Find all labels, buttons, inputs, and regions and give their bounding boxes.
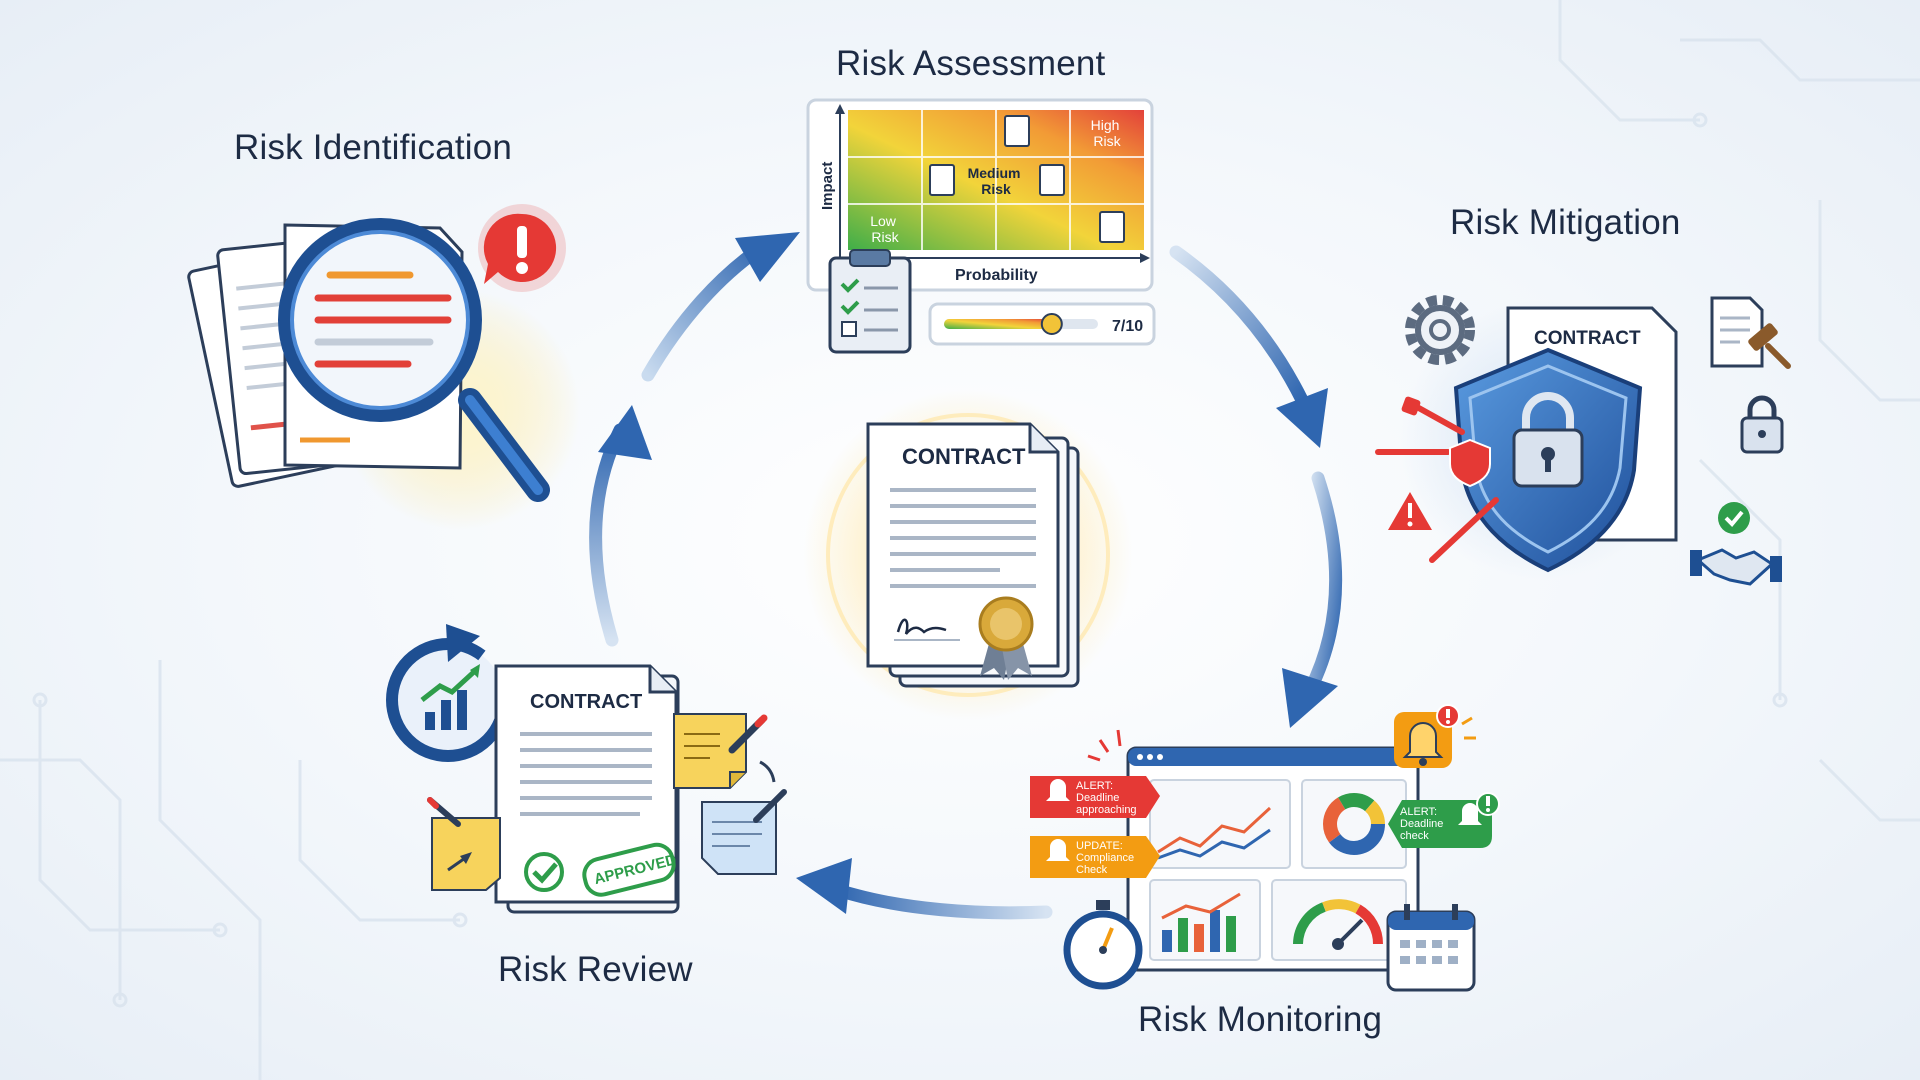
alert-tag-update: UPDATE: Compliance Check — [1030, 836, 1160, 878]
magnifier-icon — [278, 218, 550, 502]
stage-title-identification: Risk Identification — [234, 128, 513, 167]
arrow-review-to-identification — [589, 423, 627, 647]
svg-text:Low Risk: Low Risk — [870, 213, 900, 245]
sticky-note-small-icon — [427, 797, 501, 891]
review-contract-title: CONTRACT — [530, 691, 642, 713]
svg-text:UPDATE: Compliance: UPDATE: Compliance Check — [1076, 840, 1137, 876]
svg-text:High Risk: High Risk — [1091, 117, 1124, 149]
trend-line-chart — [1157, 806, 1272, 854]
alert1-line2: Deadline — [1076, 792, 1119, 804]
alert-spark-lines — [1087, 729, 1122, 762]
threat-block-icon — [1401, 396, 1421, 416]
risk-score-label: 7/10 — [1112, 318, 1143, 335]
sticky-note-blue-icon — [701, 760, 787, 875]
handshake-icon — [1690, 502, 1782, 586]
calendar-icon — [1386, 904, 1476, 992]
svg-text:ALERT: Deadline: ALERT: Deadline approaching — [1076, 780, 1137, 816]
mitigation-illustration: CONTRACT — [1375, 295, 1791, 586]
arrow-identification-to-assessment — [641, 238, 772, 382]
document-icon — [929, 115, 1125, 243]
stage-title-review: Risk Review — [498, 950, 693, 989]
small-shield-icon — [1449, 438, 1491, 488]
monitoring-illustration: ALERT: Deadline approaching UPDATE: Comp… — [1030, 704, 1500, 992]
axis-label-probability: Probability — [955, 267, 1038, 284]
low-risk-label-1: Low — [870, 213, 897, 229]
identification-illustration — [187, 204, 580, 530]
high-risk-label-2: Risk — [1093, 133, 1121, 149]
alert1-line1: ALERT: — [1076, 780, 1113, 792]
arrowhead-left — [796, 858, 852, 914]
stage-title-assessment: Risk Assessment — [836, 44, 1106, 83]
clipboard-checklist-icon — [828, 249, 912, 354]
assessment-illustration: Impact Probability High Risk Medium Risk… — [806, 98, 1156, 354]
svg-text:Medium Risk: Medium Risk — [968, 165, 1025, 197]
legal-document-gavel-icon — [1710, 296, 1791, 369]
center-contract: CONTRACT — [803, 390, 1133, 720]
svg-text:ALERT: Deadline: ALERT: Deadline check — [1400, 806, 1446, 842]
arrowhead-up — [598, 405, 652, 460]
arrow-monitoring-to-review — [831, 883, 1053, 920]
cycle-arrows — [589, 232, 1343, 920]
alert-tag-deadline: ALERT: Deadline approaching — [1030, 776, 1160, 818]
arrowhead-downright — [1276, 388, 1328, 448]
low-risk-label-2: Risk — [871, 229, 899, 245]
high-risk-label-1: High — [1091, 117, 1120, 133]
signature — [896, 618, 947, 635]
alert-tag-check: ALERT: Deadline check — [1388, 792, 1500, 848]
refresh-growth-chart-icon — [386, 624, 510, 762]
sticky-note-icon — [673, 713, 768, 789]
alert3-line2: Deadline — [1400, 818, 1443, 830]
gauge-icon — [1293, 899, 1384, 950]
stage-title-monitoring: Risk Monitoring — [1138, 1000, 1383, 1039]
arrowhead-down — [1282, 668, 1338, 728]
padlock-icon-small — [1740, 395, 1784, 454]
seal-icon — [978, 596, 1034, 680]
donut-chart — [1323, 793, 1385, 855]
arrow-assessment-to-mitigation — [1169, 245, 1309, 407]
center-contract-title: CONTRACT — [902, 444, 1026, 469]
medium-risk-label-1: Medium — [968, 165, 1021, 181]
warning-triangle-icon — [1388, 492, 1432, 530]
review-illustration: CONTRACT APPROVED — [386, 624, 787, 914]
checkmark-icon — [524, 852, 564, 892]
notification-bell-icon — [1394, 704, 1476, 768]
arrow-mitigation-to-monitoring — [1303, 471, 1343, 697]
gear-icon — [1405, 295, 1475, 365]
arrowhead-upright — [735, 232, 800, 282]
alert-exclamation-icon — [478, 204, 566, 292]
alert3-line3: check — [1400, 830, 1429, 842]
mitigation-contract-title: CONTRACT — [1534, 328, 1641, 349]
alert1-line3: approaching — [1076, 804, 1137, 816]
axis-label-impact: Impact — [819, 162, 836, 210]
padlock-icon — [1512, 392, 1584, 488]
alert2-line2: Compliance — [1076, 852, 1134, 864]
bar-chart-mini — [1161, 892, 1241, 952]
alert3-line1: ALERT: — [1400, 806, 1437, 818]
alert2-line3: Check — [1076, 864, 1108, 876]
stopwatch-icon — [1063, 900, 1143, 990]
stage-title-mitigation: Risk Mitigation — [1450, 203, 1681, 242]
risk-score-slider: 7/10 — [928, 302, 1156, 346]
alert2-line1: UPDATE: — [1076, 840, 1123, 852]
medium-risk-label-2: Risk — [981, 181, 1011, 197]
